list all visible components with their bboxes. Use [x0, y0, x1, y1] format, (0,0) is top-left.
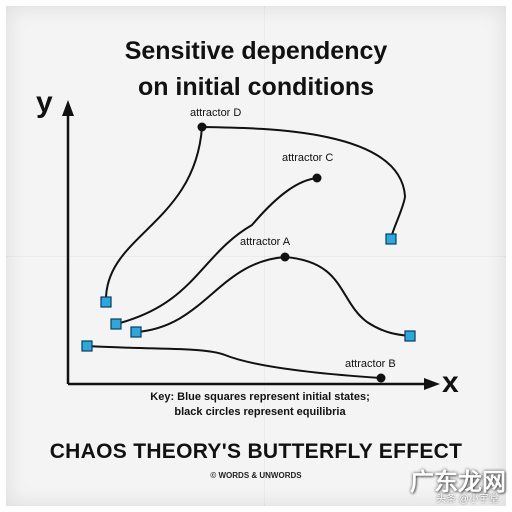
bottom-title: CHAOS THEORY'S BUTTERFLY EFFECT: [49, 440, 463, 463]
equilibrium-a: [280, 252, 290, 262]
title-line-1: Sensitive dependency: [124, 37, 388, 65]
trajectory-to-attractor-a: [135, 255, 411, 337]
end-square-d: [385, 233, 397, 245]
equilibrium-b: [376, 373, 386, 383]
x-axis-arrowhead: [424, 378, 440, 390]
watermark-brand: 广东龙网: [410, 469, 506, 496]
initial-state-a: [130, 326, 142, 338]
watermark-sub: 头条 @小宇堂: [436, 494, 499, 505]
y-axis-arrowhead: [62, 100, 74, 116]
equilibrium-c: [312, 173, 322, 183]
napkin-background: [6, 6, 506, 506]
equilibrium-d: [197, 122, 207, 132]
end-square-a: [404, 330, 416, 342]
trajectory-to-attractor-d: [104, 125, 407, 303]
axis-arrows: [62, 100, 440, 390]
trajectory-to-attractor-c: [115, 177, 318, 325]
initial-state-d: [100, 296, 112, 308]
attractor-a-label: attractor A: [240, 236, 291, 248]
attractor-c-label: attractor C: [282, 152, 334, 164]
copyright-notice: © WORDS & UNWORDS: [210, 471, 302, 480]
key-line-1: Key: Blue squares represent initial stat…: [150, 391, 370, 403]
trajectory-to-attractor-b: [86, 345, 382, 379]
initial-state-b: [81, 340, 93, 352]
attractor-b-label: attractor B: [345, 358, 396, 370]
title-line-2: on initial conditions: [137, 73, 375, 101]
attractor-d-label: attractor D: [190, 107, 242, 119]
x-axis-label: x: [442, 366, 459, 399]
key-line-2: black circles represent equilibria: [174, 406, 346, 418]
y-axis-label: y: [36, 86, 53, 119]
axes: [66, 112, 428, 386]
initial-state-c: [110, 318, 122, 330]
